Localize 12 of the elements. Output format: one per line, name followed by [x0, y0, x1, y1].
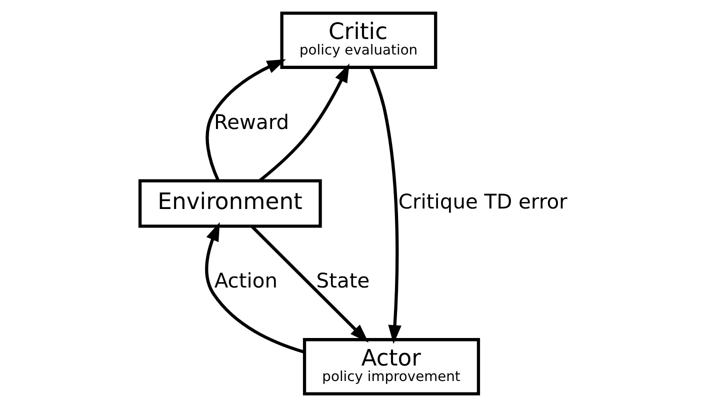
edge-label: State	[316, 268, 370, 293]
arrow	[250, 225, 369, 343]
edge-label: Critique TD error	[398, 189, 568, 214]
arrow	[206, 59, 286, 182]
arrow	[205, 222, 305, 354]
node-box: Actor policy improvement	[302, 338, 480, 396]
edge-label: Reward	[214, 110, 290, 134]
arrow	[369, 67, 402, 344]
node-box: Critic policy evaluation	[280, 12, 438, 69]
edge-label: Action	[214, 268, 278, 293]
node-box: Environment	[138, 179, 322, 228]
arrow	[258, 63, 350, 182]
